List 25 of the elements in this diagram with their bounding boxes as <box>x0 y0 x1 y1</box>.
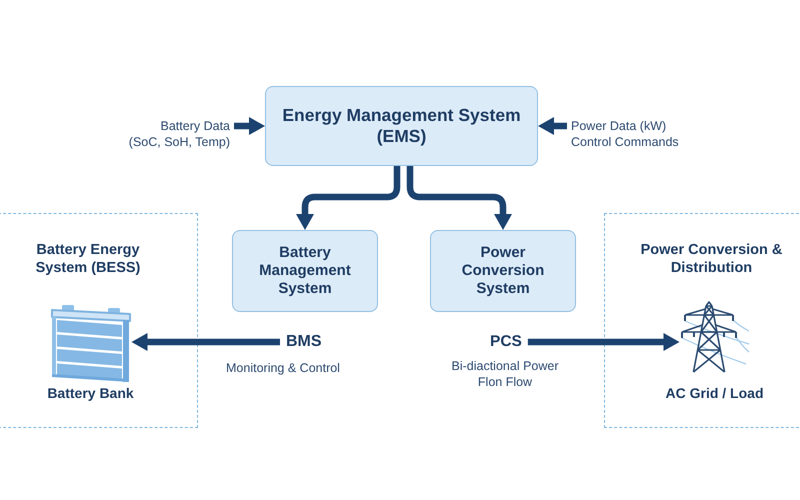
arrow <box>132 333 280 351</box>
group-panel <box>604 213 800 428</box>
arrow <box>406 166 512 230</box>
arrow <box>528 333 680 351</box>
flow-label: BMS <box>286 333 322 351</box>
caption-text: Bi-diactional Power Flon Flow <box>450 358 560 390</box>
arrow <box>538 117 567 135</box>
process-box <box>232 230 378 312</box>
flow-label: PCS <box>490 333 522 351</box>
caption-text: Monitoring & Control <box>225 360 341 376</box>
annotation-text: Battery Data (SoC, SoH, Temp) <box>110 118 230 150</box>
process-box <box>430 230 576 312</box>
caption-text: AC Grid / Load <box>664 384 764 402</box>
node-title: Battery Management System <box>258 244 352 298</box>
caption-text: Battery Bank <box>46 384 135 402</box>
group-title: Battery Energy System (BESS) <box>34 241 142 277</box>
process-box <box>265 86 538 166</box>
arrow <box>296 166 400 230</box>
group-panel <box>0 213 198 428</box>
group-title: Power Conversion & Distribution <box>640 241 784 277</box>
arrow <box>234 117 265 135</box>
node-title: Energy Management System (EMS) <box>281 105 522 147</box>
annotation-text: Power Data (kW) Control Commands <box>571 118 689 150</box>
node-title: Power Conversion System <box>460 244 546 298</box>
transmission-tower-icon <box>680 300 750 374</box>
